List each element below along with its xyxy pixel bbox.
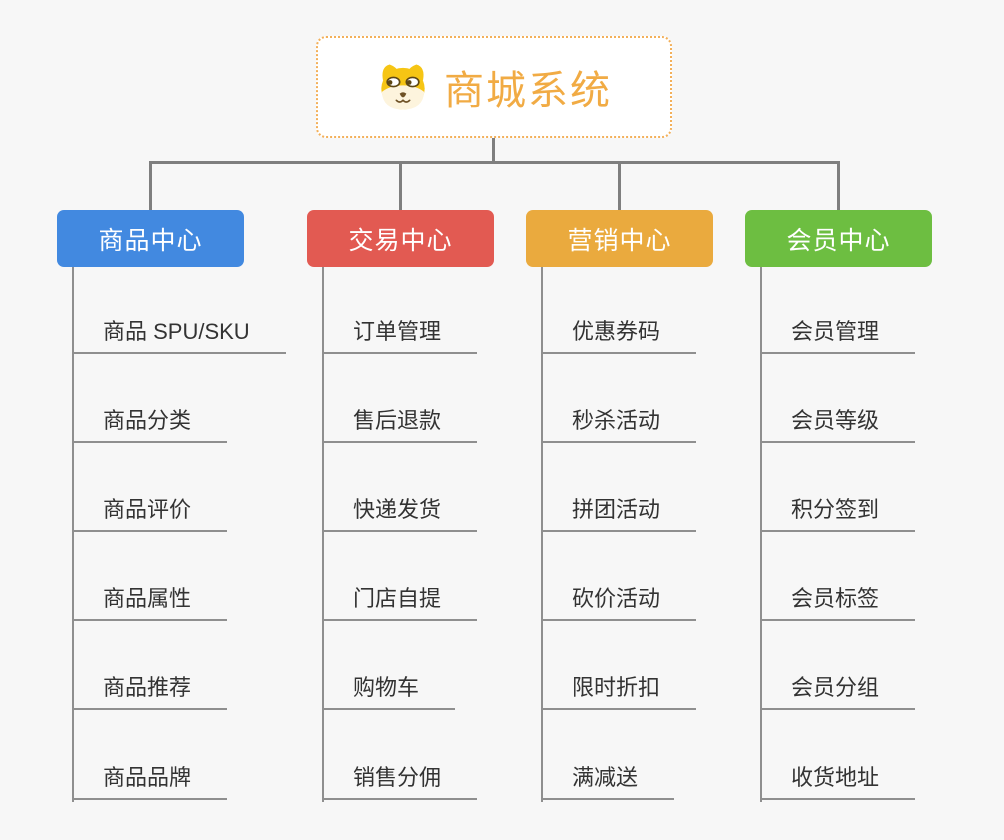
leaf-node[interactable]: 积分签到 (760, 497, 916, 532)
branch-node-product[interactable]: 商品中心 (57, 210, 244, 267)
leaf-node[interactable]: 商品品牌 (72, 765, 228, 800)
leaf-node[interactable]: 限时折扣 (541, 675, 697, 710)
leaf-node[interactable]: 商品分类 (72, 408, 228, 443)
leaf-node[interactable]: 优惠券码 (541, 319, 697, 354)
leaf-node[interactable]: 商品 SPU/SKU (72, 319, 286, 354)
connector-drop (149, 161, 152, 211)
connector-drop (399, 161, 402, 211)
leaf-node[interactable]: 售后退款 (322, 408, 478, 443)
leaf-node[interactable]: 会员管理 (760, 319, 916, 354)
leaf-node[interactable]: 满减送 (541, 765, 675, 800)
connector-drop (837, 161, 840, 211)
branch-node-marketing[interactable]: 营销中心 (526, 210, 713, 267)
branch-spine (760, 267, 762, 802)
root-title: 商城系统 (444, 69, 612, 113)
leaf-node[interactable]: 会员分组 (760, 675, 916, 710)
connector-bus (149, 161, 840, 164)
leaf-node[interactable]: 商品属性 (72, 586, 228, 621)
branch-spine (322, 267, 324, 802)
dog-face-icon (376, 62, 430, 112)
connector-drop (618, 161, 621, 211)
root-node[interactable]: 商城系统 (316, 36, 672, 138)
leaf-node[interactable]: 秒杀活动 (541, 408, 697, 443)
leaf-node[interactable]: 会员等级 (760, 408, 916, 443)
branch-spine (541, 267, 543, 802)
branch-label: 会员中心 (786, 226, 891, 255)
branch-label: 商品中心 (98, 226, 203, 255)
leaf-node[interactable]: 销售分佣 (322, 765, 478, 800)
connector-root-stem (492, 137, 495, 163)
leaf-node[interactable]: 购物车 (322, 675, 456, 710)
leaf-node[interactable]: 拼团活动 (541, 497, 697, 532)
leaf-node[interactable]: 快递发货 (322, 497, 478, 532)
branch-node-member[interactable]: 会员中心 (745, 210, 932, 267)
leaf-node[interactable]: 订单管理 (322, 319, 478, 354)
branch-spine (72, 267, 74, 802)
leaf-node[interactable]: 砍价活动 (541, 586, 697, 621)
leaf-node[interactable]: 会员标签 (760, 586, 916, 621)
leaf-node[interactable]: 收货地址 (760, 765, 916, 800)
branch-node-trade[interactable]: 交易中心 (307, 210, 494, 267)
leaf-node[interactable]: 商品评价 (72, 497, 228, 532)
leaf-node[interactable]: 门店自提 (322, 586, 478, 621)
branch-label: 营销中心 (567, 226, 672, 255)
branch-label: 交易中心 (348, 226, 453, 255)
leaf-node[interactable]: 商品推荐 (72, 675, 228, 710)
